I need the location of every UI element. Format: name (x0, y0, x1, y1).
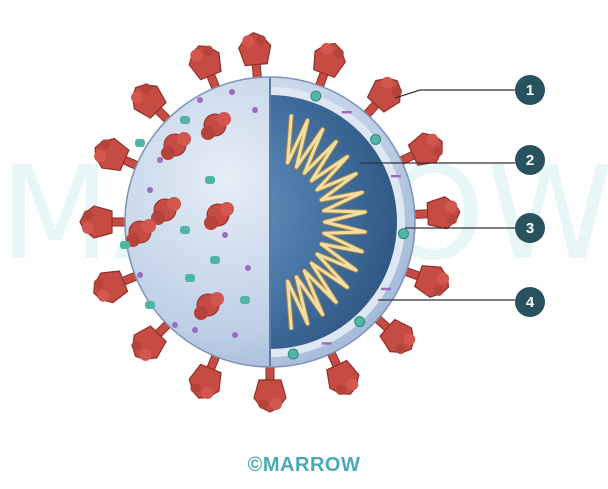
envelope-protein-icon (145, 301, 155, 309)
surface-spike-icon (201, 112, 231, 140)
surface-spike-icon (204, 202, 234, 230)
envelope-protein-icon (180, 226, 190, 234)
envelope-protein-icon (397, 228, 409, 240)
envelope-protein-icon (287, 348, 299, 360)
envelope-protein-icon (354, 316, 366, 328)
envelope-protein-icon (210, 256, 220, 264)
label-4-text: 4 (526, 294, 535, 311)
surface-proteins (120, 89, 258, 338)
label-3: 3 (515, 213, 545, 243)
rna-strand (286, 114, 367, 330)
envelope-protein-icon (240, 296, 250, 304)
envelope-protein-icon (205, 176, 215, 184)
callouts: 1 2 3 4 (360, 75, 545, 317)
membrane-protein-icon (172, 322, 178, 328)
spike-protein-icon (188, 45, 223, 97)
spike-protein-icon (253, 359, 287, 413)
membrane-protein-icon (222, 232, 228, 238)
copyright-mark: ©MARROW (247, 454, 361, 476)
label-1: 1 (515, 75, 545, 105)
membrane-protein-icon (192, 327, 198, 333)
membrane-protein-icon (252, 107, 258, 113)
spike-protein-icon (79, 205, 133, 239)
envelope-protein-icon (310, 90, 322, 102)
label-1-text: 1 (526, 82, 534, 99)
spike-protein-icon (93, 269, 145, 304)
membrane-protein-icon (157, 157, 163, 163)
spike-proteins (79, 32, 461, 413)
surface-spike-icon (194, 292, 224, 320)
label-2-text: 2 (526, 152, 534, 169)
membrane-protein-icon (232, 332, 238, 338)
envelope-protein-icon (135, 139, 145, 147)
membrane-protein-icon (137, 272, 143, 278)
membrane-protein-icon (229, 89, 235, 95)
envelope-protein-icon (185, 274, 195, 282)
surface-spike-icon (161, 132, 191, 160)
spike-protein-icon (131, 83, 176, 128)
membrane-protein-icon (147, 187, 153, 193)
label-4: 4 (515, 287, 545, 317)
spike-protein-icon (188, 347, 223, 399)
leader-line-1 (394, 89, 515, 99)
envelope-protein-icon (180, 116, 190, 124)
spike-protein-icon (369, 310, 416, 354)
membrane-protein-icon (197, 97, 203, 103)
envelope-protein-icon (370, 134, 382, 146)
label-3-text: 3 (526, 220, 534, 237)
membrane-proteins (287, 90, 409, 360)
label-2: 2 (515, 145, 545, 175)
envelope-protein-icon (120, 241, 130, 249)
membrane-protein-icon (245, 265, 251, 271)
surface-spike-icon (126, 219, 156, 247)
surface-spike-icon (151, 197, 181, 225)
